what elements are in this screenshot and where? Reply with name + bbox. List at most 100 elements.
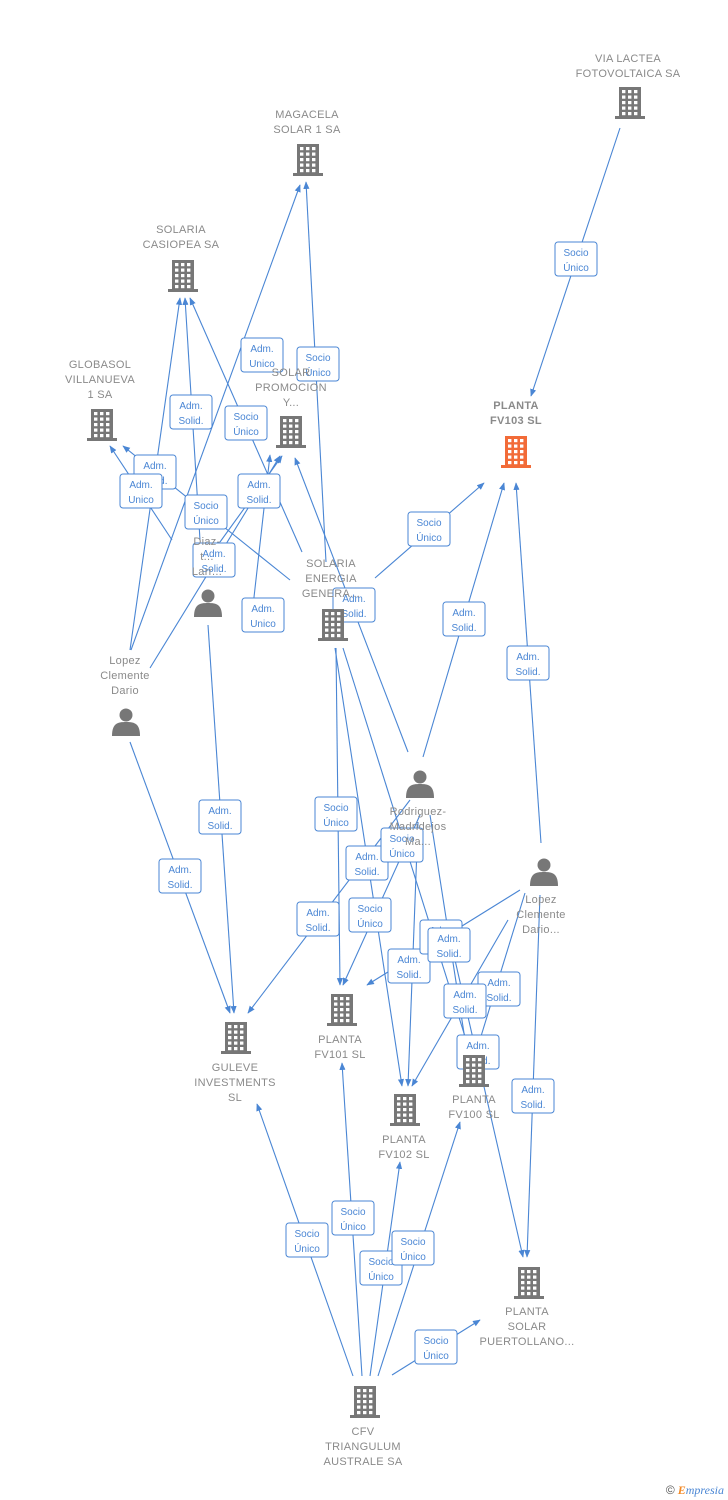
edge-label-lopez1-to-guleve[interactable]: Adm.Solid. <box>158 858 202 894</box>
edge-label-lopez2-to-fv103[interactable]: Adm.Solid. <box>506 645 550 681</box>
edge-label-rodriguez-to-guleve[interactable]: Adm.Solid. <box>296 901 340 937</box>
edge-label-text: Socio <box>416 518 441 529</box>
node-label: MAGACELA <box>275 109 339 121</box>
node-label: Larr... <box>192 566 222 578</box>
edges-layer <box>109 127 621 1377</box>
edge-label-text: Adm. <box>247 480 270 491</box>
edge-label-text: Socio <box>340 1207 365 1218</box>
edge-label-lopez2-to-fv102[interactable]: Adm.Solid. <box>427 927 471 963</box>
edge-label-text: Adm. <box>202 549 225 560</box>
edge-label-text: Unico <box>128 495 154 506</box>
edge-label-box <box>506 645 550 681</box>
node-label: ENERGIA <box>305 573 357 585</box>
node-diaz[interactable]: Diaz-t...Larr... <box>192 536 222 617</box>
node-label: GLOBASOL <box>69 359 131 371</box>
node-label: FOTOVOLTAICA SA <box>576 68 681 80</box>
edge-label-energia-to-promocion[interactable]: Adm.Unico <box>241 597 285 633</box>
node-energia[interactable]: SOLARIAENERGIAGENERA... <box>302 558 360 641</box>
node-label: AUSTRALE SA <box>323 1456 402 1468</box>
edge-label-text: Socio <box>357 904 382 915</box>
node-rodriguez[interactable]: Rodriguez-MadridejosMa... <box>390 770 447 849</box>
node-puertollano[interactable]: PLANTASOLARPUERTOLLANO... <box>480 1267 575 1348</box>
edge-label-text: Adm. <box>452 608 475 619</box>
edge-label-text: Unico <box>250 619 276 630</box>
node-label: t... <box>200 551 213 563</box>
edge-label-text: Adm. <box>250 344 273 355</box>
edge-label-energia-to-globasol[interactable]: Adm. Unico <box>119 473 163 509</box>
edge-label-text: Socio <box>233 412 258 423</box>
edge-label-rodriguez-to-fv102[interactable]: Adm.Solid. <box>443 983 487 1019</box>
edge-label-box <box>119 473 163 509</box>
node-label: SOLAR <box>508 1321 547 1333</box>
edge-label-text: Solid. <box>486 993 511 1004</box>
building-icon <box>293 144 323 176</box>
node-promocion[interactable]: SOLARPROMOCIONY... <box>255 367 327 448</box>
node-lopez2[interactable]: LopezClementeDario... <box>516 858 565 937</box>
edge-label-diaz-to-promocion[interactable]: Adm. Solid. <box>237 473 281 509</box>
edge-label-text: Solid. <box>305 923 330 934</box>
edge-label-text: Adm. <box>129 480 152 491</box>
node-label: Dario <box>111 685 139 697</box>
edge-label-lopez1-to-casiopea[interactable]: Adm.Solid. <box>169 394 213 430</box>
edge-label-text: Adm. <box>437 934 460 945</box>
edge-label-text: Único <box>416 531 442 544</box>
edge-label-box <box>348 897 392 933</box>
edge-label-text: Solid. <box>451 623 476 634</box>
edge-label-lopez2-to-puertollano[interactable]: Adm.Solid. <box>511 1078 555 1114</box>
edge-label-text: Socio <box>305 353 330 364</box>
edge-label-rodriguez-to-fv101[interactable]: Adm.Solid. <box>345 845 389 881</box>
edge-label-text: Socio <box>563 248 588 259</box>
edge-label-text: Socio <box>368 1257 393 1268</box>
edge-label-box <box>380 827 424 863</box>
edge-label-lopez2-to-fv101[interactable]: Adm.Solid. <box>387 948 431 984</box>
edge-label-box <box>511 1078 555 1114</box>
edge-label-text: Socio <box>423 1336 448 1347</box>
edge-label-box <box>237 473 281 509</box>
edge-label-box <box>296 901 340 937</box>
edge-label-box <box>554 241 598 277</box>
edge-label-lopez1-to-promocion[interactable]: Adm.Solid. <box>192 542 236 578</box>
edge-label-lopez1-to-magacela[interactable]: Adm.Unico <box>240 337 284 373</box>
node-label: PROMOCION <box>255 382 327 394</box>
copyright-symbol: © <box>665 1483 675 1497</box>
node-label: Lopez <box>109 655 140 667</box>
node-label: SOLAR <box>272 367 311 379</box>
edge-label-text: Socio <box>193 501 218 512</box>
building-icon <box>615 87 645 119</box>
person-icon <box>406 770 434 798</box>
edge-label-text: Adm. <box>143 461 166 472</box>
edge-label-diaz-to-guleve[interactable]: Adm.Solid. <box>198 799 242 835</box>
edge-label-text: Socio <box>323 803 348 814</box>
edge-label-box <box>442 601 486 637</box>
edge-label-box <box>345 845 389 881</box>
edge-label-text: Adm. <box>466 1041 489 1052</box>
edge-label-text: Solid. <box>246 495 271 506</box>
edge-label-text: Socio <box>294 1229 319 1240</box>
edge-label-text: Adm. <box>453 990 476 1001</box>
edge-label-rodriguez-to-fv103[interactable]: Adm. Solid. <box>442 601 486 637</box>
